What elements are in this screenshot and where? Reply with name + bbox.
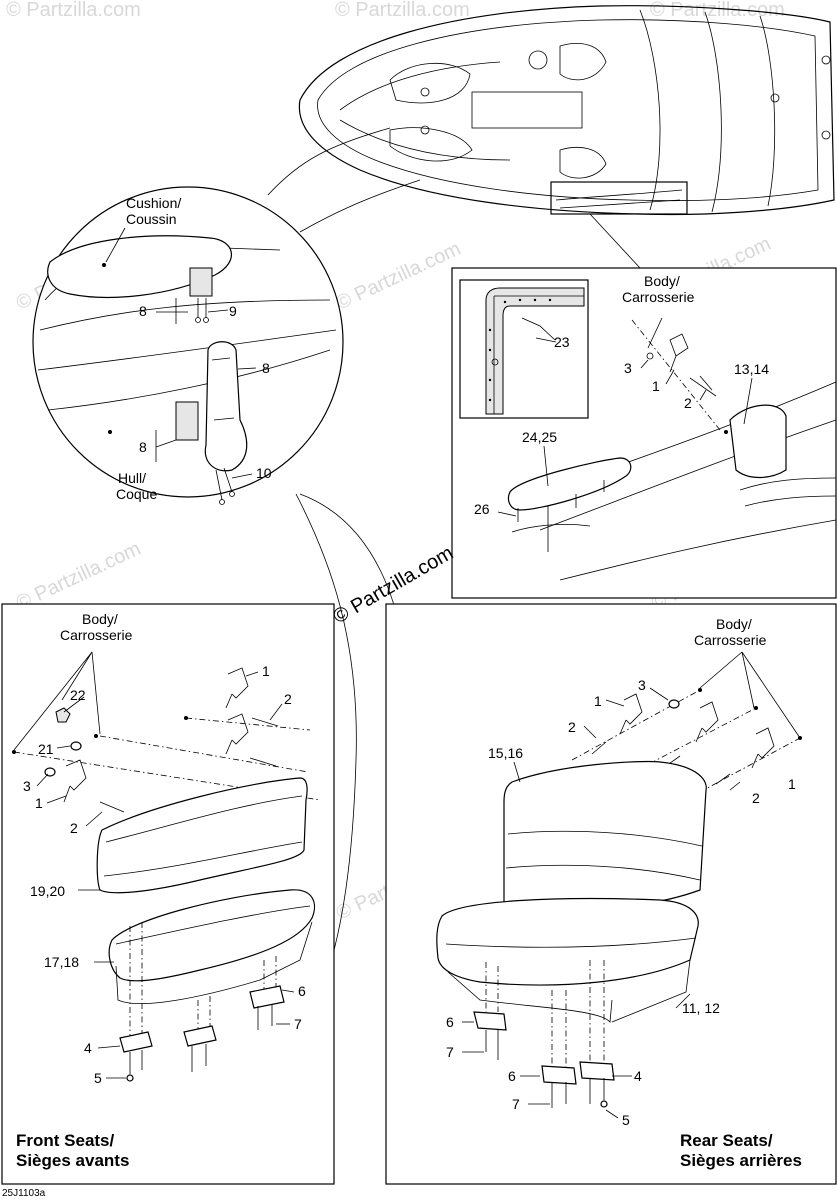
cushion-hull-detail [32, 186, 344, 505]
callout-9: 9 [229, 303, 237, 319]
callout-3: 3 [23, 778, 31, 794]
callout-24-25: 24,25 [522, 429, 557, 445]
label-body: Body/ [716, 616, 752, 632]
watermark: © Partzilla.com [13, 538, 144, 615]
callout-26: 26 [474, 501, 490, 517]
callout-22: 22 [70, 687, 86, 703]
callout-3: 3 [624, 360, 632, 376]
front-seats-caption-fr: Sièges avants [16, 1151, 129, 1170]
label-coussin: Coussin [126, 211, 177, 227]
callout-1: 1 [652, 378, 660, 394]
callout-8: 8 [262, 360, 270, 376]
label-body: Body/ [644, 273, 680, 289]
callout-3: 3 [638, 677, 646, 693]
callout-23: 23 [554, 334, 570, 350]
callout-21: 21 [38, 741, 54, 757]
callout-6: 6 [508, 1068, 516, 1084]
watermark: © Partzilla.com [335, 0, 470, 21]
rear-seats-caption: Rear Seats/ [680, 1131, 773, 1150]
callout-2: 2 [568, 719, 576, 735]
label-body: Body/ [82, 611, 118, 627]
callout-5: 5 [94, 1070, 102, 1086]
rear-seats-panel [385, 603, 837, 1185]
label-hull: Hull/ [118, 470, 146, 486]
callout-1: 1 [35, 795, 43, 811]
body-detail [451, 267, 837, 599]
callout-5: 5 [622, 1112, 630, 1128]
callout-2: 2 [70, 820, 78, 836]
callout-1: 1 [788, 776, 796, 792]
callout-8: 8 [139, 439, 147, 455]
label-carrosserie: Carrosserie [694, 632, 767, 648]
callout-2: 2 [284, 691, 292, 707]
callout-7: 7 [294, 1016, 302, 1032]
label-carrosserie: Carrosserie [60, 627, 133, 643]
rear-seats-caption-fr: Sièges arrières [680, 1151, 802, 1170]
callout-4: 4 [634, 1068, 642, 1084]
callout-1: 1 [594, 693, 602, 709]
drawing-code: 25J1103a [2, 1188, 46, 1199]
callout-2: 2 [752, 790, 760, 806]
label-cushion: Cushion/ [126, 195, 181, 211]
watermark: © Partzilla.com [650, 0, 785, 21]
callout-15-16: 15,16 [488, 745, 523, 761]
front-seats-caption: Front Seats/ [16, 1131, 115, 1150]
callout-19-20: 19,20 [30, 883, 65, 899]
watermark: © Partzilla.com [333, 238, 464, 315]
callout-11-12: 11, 12 [682, 1000, 720, 1016]
front-seats-panel [1, 603, 335, 1185]
callout-13-14: 13,14 [734, 361, 769, 377]
label-carrosserie: Carrosserie [622, 289, 695, 305]
callout-2: 2 [684, 395, 692, 411]
callout-6: 6 [446, 1014, 454, 1030]
callout-4: 4 [84, 1040, 92, 1056]
callout-7: 7 [446, 1044, 454, 1060]
boat-overview [298, 5, 835, 216]
callout-8: 8 [139, 303, 147, 319]
callout-17-18: 17,18 [44, 954, 79, 970]
callout-10: 10 [256, 465, 272, 481]
watermark: © Partzilla.com [6, 0, 141, 21]
callout-7: 7 [512, 1096, 520, 1112]
callout-6: 6 [298, 983, 306, 999]
callout-1: 1 [262, 663, 270, 679]
label-coque: Coque [116, 486, 157, 502]
